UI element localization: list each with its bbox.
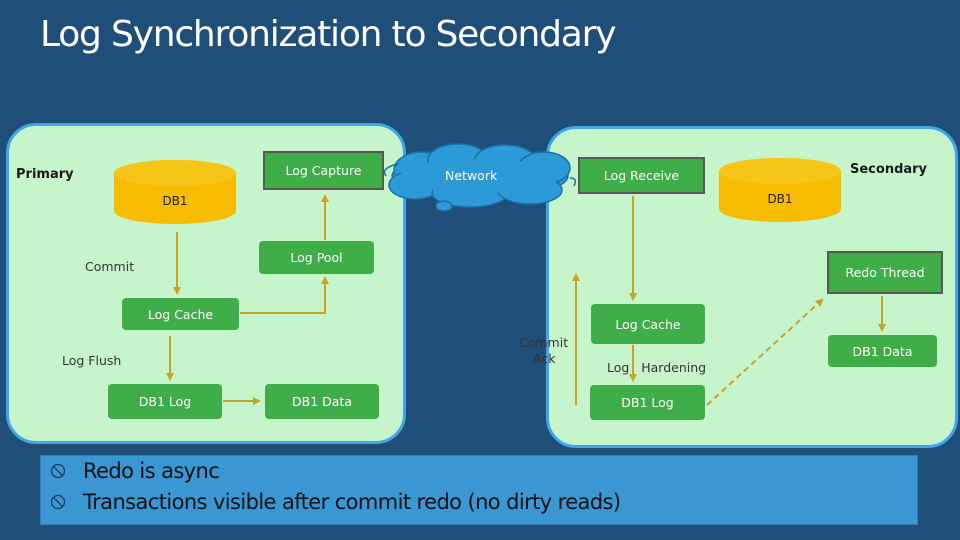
arrow-db1-log-to-redo-thread <box>706 298 824 406</box>
redo-thread-box: Redo Thread <box>827 251 943 294</box>
log-flush-label: Log Flush <box>62 353 122 368</box>
secondary-database-label: DB1 <box>767 192 793 206</box>
primary-db1-log-box: DB1 Log <box>108 384 222 419</box>
primary-database: DB1 <box>114 160 236 224</box>
network-label: Network <box>445 168 498 183</box>
commit-label: Commit <box>85 259 135 274</box>
primary-db1-data-box: DB1 Data <box>265 384 379 419</box>
prohibition-icon <box>41 494 75 510</box>
secondary-database: DB1 <box>719 158 841 222</box>
notes-band: Redo is async Transactions visible after… <box>40 455 918 525</box>
page-title: Log Synchronization to Secondary <box>40 14 617 55</box>
secondary-label: Secondary <box>850 162 928 177</box>
secondary-log-receive-box: Log Receive <box>578 157 705 194</box>
bullet-item: Transactions visible after commit redo (… <box>41 490 621 514</box>
commit-ack-commit-label: Commit <box>519 335 569 350</box>
commit-ack-ack-label: Ack <box>533 351 556 366</box>
bullet-text: Transactions visible after commit redo (… <box>83 490 621 514</box>
arrow-log-cache-to-log-pool <box>240 276 329 314</box>
secondary-db1-data-box: DB1 Data <box>828 335 937 367</box>
secondary-db1-log-box: DB1 Log <box>590 385 705 420</box>
primary-log-cache-box: Log Cache <box>122 298 239 330</box>
prohibition-icon <box>41 463 75 479</box>
network-cloud-icon <box>383 143 577 212</box>
primary-database-label: DB1 <box>162 194 188 208</box>
log-hardening-label: Log Hardening <box>607 360 707 375</box>
primary-log-pool-box: Log Pool <box>259 241 374 274</box>
bullet-item: Redo is async <box>41 459 220 483</box>
secondary-log-cache-box: Log Cache <box>591 304 705 344</box>
primary-log-capture-box: Log Capture <box>263 151 384 190</box>
bullet-text: Redo is async <box>83 459 220 483</box>
primary-label: Primary <box>16 167 74 182</box>
